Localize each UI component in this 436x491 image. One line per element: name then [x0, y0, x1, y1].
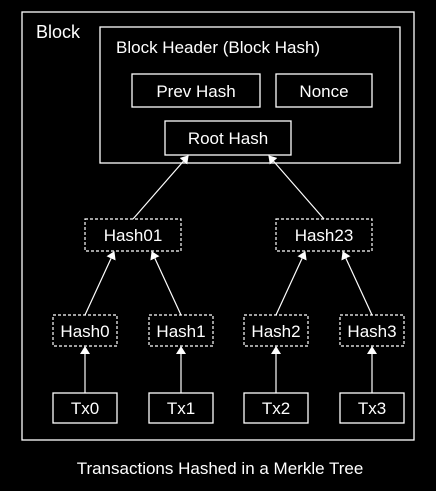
prev-hash-box — [131, 73, 261, 108]
nonce-box — [275, 73, 373, 108]
tx2-label: Tx2 — [262, 399, 290, 418]
tx0-label: Tx0 — [71, 399, 99, 418]
block-label: Block — [36, 22, 81, 42]
arrow-hash1-to-hash01 — [150, 251, 182, 316]
block-header-label: Block Header (Block Hash) — [116, 38, 320, 57]
diagram-caption: Transactions Hashed in a Merkle Tree — [77, 459, 364, 478]
hash2-label: Hash2 — [251, 322, 300, 341]
nonce-label: Nonce — [299, 82, 348, 101]
prev-hash-label: Prev Hash — [156, 82, 235, 101]
hash1-label: Hash1 — [156, 322, 205, 341]
arrow-hash0-to-hash01 — [84, 251, 116, 316]
arrow-hash01-to-root — [132, 155, 189, 220]
hash3-label: Hash3 — [347, 322, 396, 341]
hash0-label: Hash0 — [60, 322, 109, 341]
hash23-label: Hash23 — [295, 226, 354, 245]
root-hash-label: Root Hash — [188, 129, 268, 148]
hash01-label: Hash01 — [104, 226, 163, 245]
arrow-hash23-to-root — [268, 155, 325, 220]
arrow-hash3-to-hash23 — [341, 251, 373, 316]
arrow-hash2-to-hash23 — [275, 251, 307, 316]
root-hash-box — [164, 120, 292, 156]
block-container — [21, 11, 415, 441]
tx3-label: Tx3 — [358, 399, 386, 418]
tx1-label: Tx1 — [167, 399, 195, 418]
block-header-box — [99, 26, 401, 164]
